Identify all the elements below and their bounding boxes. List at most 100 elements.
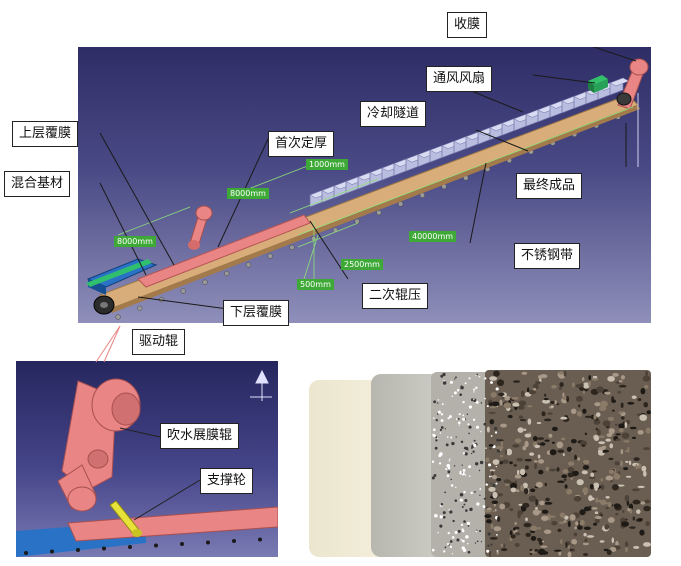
- granite-grain: [588, 476, 596, 479]
- granite-grain: [550, 400, 555, 404]
- granite-grain: [607, 517, 615, 523]
- speckle: [460, 385, 463, 387]
- granite-grain: [499, 460, 504, 465]
- speckle: [485, 483, 489, 486]
- granite-grain: [503, 543, 506, 548]
- speckle: [443, 380, 445, 382]
- granite-grain: [618, 423, 625, 429]
- axis-gizmo-icon: [250, 369, 272, 401]
- granite-grain: [492, 491, 498, 499]
- granite-grain: [503, 402, 512, 409]
- speckle: [439, 432, 442, 434]
- granite-grain: [509, 508, 513, 511]
- label-first-thickness: 首次定厚: [268, 131, 335, 157]
- granite-grain: [532, 435, 538, 442]
- speckle: [461, 539, 465, 543]
- speckle: [473, 388, 476, 391]
- speckle: [496, 438, 500, 442]
- granite-grain: [622, 509, 625, 513]
- granite-grain: [573, 495, 582, 502]
- granite-grain: [602, 449, 610, 453]
- speckle: [487, 532, 491, 536]
- granite-grain: [597, 448, 603, 455]
- speckle: [464, 446, 467, 449]
- speckle: [444, 491, 447, 494]
- granite-grain: [602, 420, 611, 427]
- speckle: [453, 465, 456, 467]
- speckle: [449, 510, 453, 514]
- granite-grain: [620, 449, 624, 455]
- inset-dot: [128, 545, 132, 549]
- granite-grain: [625, 475, 632, 478]
- granite-grain: [520, 390, 525, 398]
- speckle: [486, 549, 490, 553]
- granite-grain: [493, 370, 500, 377]
- granite-grain: [559, 382, 564, 387]
- granite-grain: [486, 426, 490, 433]
- granite-grain: [558, 371, 564, 375]
- speckle: [496, 449, 501, 453]
- granite-grain: [562, 396, 567, 400]
- label-upper-film: 上层覆膜: [12, 121, 79, 147]
- speckle: [448, 509, 451, 511]
- speckle: [439, 524, 443, 528]
- granite-grain: [554, 400, 557, 405]
- speckle: [472, 418, 476, 421]
- granite-grain: [620, 402, 624, 409]
- granite-grain: [637, 485, 645, 489]
- granite-grain: [493, 526, 502, 532]
- granite-grain: [528, 389, 537, 395]
- granite-grain: [488, 411, 496, 414]
- speckle: [433, 417, 435, 419]
- granite-grain: [509, 461, 513, 465]
- granite-grain: [524, 487, 529, 495]
- speckle: [435, 439, 438, 442]
- granite-grain: [566, 488, 573, 495]
- speckle: [431, 476, 435, 480]
- granite-grain: [534, 381, 542, 385]
- stone-samples-drawing: [309, 370, 651, 557]
- granite-grain: [614, 423, 618, 426]
- granite-grain: [489, 550, 492, 557]
- speckle: [493, 426, 498, 431]
- speckle: [464, 498, 468, 503]
- granite-grain: [625, 450, 630, 453]
- granite-grain: [534, 444, 540, 449]
- granite-grain: [582, 459, 590, 465]
- granite-grain: [575, 521, 579, 526]
- granite-grain: [540, 545, 548, 548]
- support-wheel-dot: [376, 210, 382, 216]
- granite-grain: [591, 507, 598, 510]
- granite-grain: [563, 478, 567, 481]
- granite-grain: [499, 399, 503, 406]
- granite-grain: [560, 416, 568, 420]
- granite-grain: [556, 441, 564, 449]
- speckle: [444, 546, 447, 549]
- speckle: [485, 447, 487, 449]
- granite-grain: [607, 501, 612, 508]
- speckle: [442, 511, 446, 515]
- speckle: [476, 540, 479, 543]
- granite-grain: [594, 511, 599, 514]
- granite-grain: [521, 371, 528, 375]
- granite-grain: [599, 540, 605, 543]
- granite-grain: [525, 465, 529, 470]
- granite-grain: [541, 515, 549, 521]
- granite-grain: [484, 514, 492, 519]
- support-wheel-dot: [245, 262, 252, 268]
- speckle: [473, 391, 475, 393]
- granite-grain: [516, 457, 524, 462]
- granite-grain: [537, 437, 545, 440]
- granite-grain: [518, 400, 527, 407]
- granite-grain: [583, 532, 587, 537]
- speckle: [457, 421, 461, 425]
- granite-grain: [629, 526, 636, 529]
- label-second-rolling: 二次辊压: [362, 283, 429, 309]
- speckle: [462, 414, 465, 417]
- support-wheel-dot: [137, 305, 143, 311]
- label-lower-film: 下层覆膜: [223, 300, 290, 326]
- granite-grain: [637, 429, 644, 435]
- speckle: [432, 433, 436, 437]
- granite-grain: [498, 439, 504, 442]
- granite-grain: [596, 386, 604, 393]
